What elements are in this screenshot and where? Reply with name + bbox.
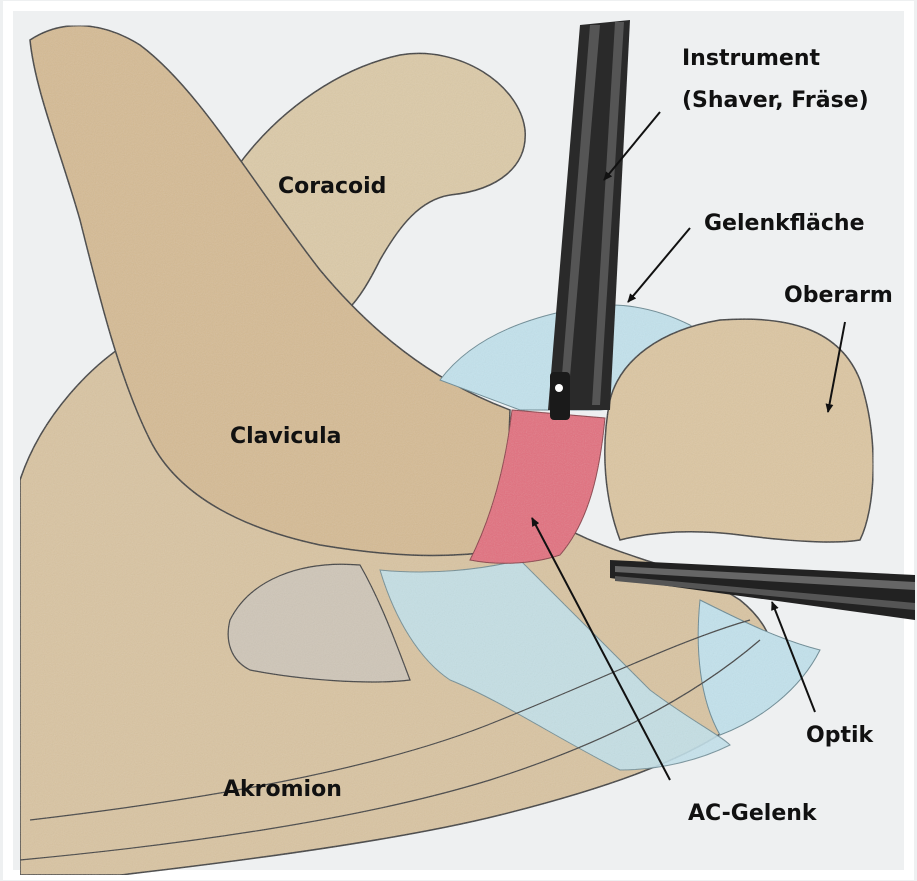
label-instrument-line2: (Shaver, Fräse)	[682, 88, 869, 113]
label-akromion: Akromion	[223, 777, 342, 802]
label-gelenkflaeche: Gelenkfläche	[704, 211, 865, 236]
humerus-head	[605, 319, 873, 542]
label-optik: Optik	[806, 723, 875, 748]
label-oberarm: Oberarm	[784, 283, 893, 308]
label-ac-gelenk: AC-Gelenk	[688, 801, 818, 826]
label-clavicula: Clavicula	[230, 424, 342, 449]
label-instrument-line1: Instrument	[682, 46, 820, 71]
label-coracoid: Coracoid	[278, 174, 386, 199]
